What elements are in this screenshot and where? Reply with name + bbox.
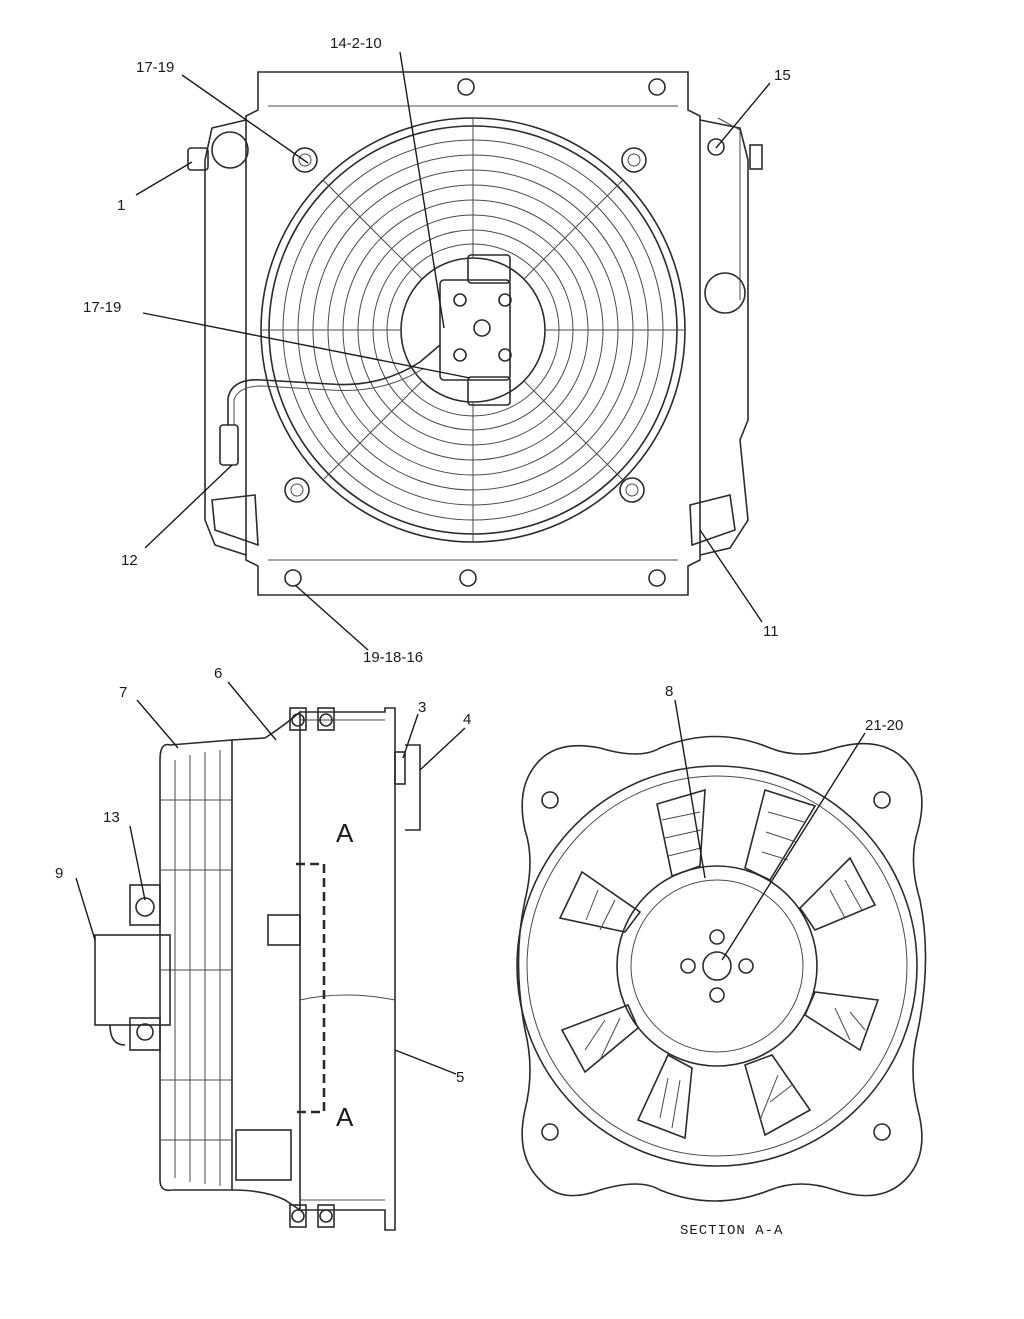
side-connector	[129, 884, 161, 926]
bracket-left	[211, 494, 259, 547]
callout-1: 1	[117, 197, 125, 214]
callout-7: 7	[119, 684, 127, 701]
bracket-right	[689, 494, 736, 547]
harness-clip	[219, 424, 239, 466]
leader-lines	[75, 51, 866, 1075]
side-shroud	[231, 710, 301, 1212]
side-guard	[159, 739, 233, 1192]
fan-guard	[260, 117, 686, 543]
section-hub	[680, 929, 754, 1003]
callout-8: 8	[665, 683, 673, 700]
motor-hub	[439, 254, 512, 406]
plug-left	[211, 131, 249, 169]
section-housing	[517, 735, 927, 1202]
callout-3: 3	[418, 699, 426, 716]
section-view	[516, 735, 927, 1202]
bracket-stub	[749, 144, 763, 170]
side-bolts	[289, 707, 335, 1228]
plug-right-lower	[704, 272, 746, 314]
callout-19-18-16: 19-18-16	[363, 649, 423, 666]
callout-5: 5	[456, 1069, 464, 1086]
core-left	[204, 119, 247, 556]
section-mark-bottom: A	[336, 1102, 354, 1132]
fan-blades	[558, 788, 880, 1140]
callout-13: 13	[103, 809, 120, 826]
plug-right	[707, 138, 725, 156]
callout-17-19-top: 17-19	[136, 59, 174, 76]
callout-21-20: 21-20	[865, 717, 903, 734]
side-view	[94, 707, 421, 1231]
callout-4: 4	[463, 711, 471, 728]
section-caption: SECTION A-A	[680, 1223, 783, 1239]
core-right	[699, 119, 749, 556]
callouts: 17-19 14-2-10 15 1 17-19 12 11 19-18-16 …	[55, 35, 903, 1239]
shroud-plate	[245, 71, 701, 596]
wire-harness	[227, 344, 441, 425]
callout-12: 12	[121, 552, 138, 569]
side-motor	[94, 934, 171, 1026]
side-housing	[300, 707, 396, 1231]
callout-15: 15	[774, 67, 791, 84]
section-mark-top: A	[336, 818, 354, 848]
fitting	[187, 147, 209, 171]
bracket-4	[405, 744, 421, 831]
section-line	[296, 862, 326, 1114]
callout-11: 11	[763, 623, 779, 640]
front-view	[187, 71, 763, 596]
mounting-holes	[284, 78, 666, 587]
callout-17-19-center: 17-19	[83, 299, 121, 316]
callout-6: 6	[214, 665, 222, 682]
callout-9: 9	[55, 865, 63, 882]
bolt-3	[394, 751, 406, 785]
callout-14-2-10: 14-2-10	[330, 35, 382, 52]
